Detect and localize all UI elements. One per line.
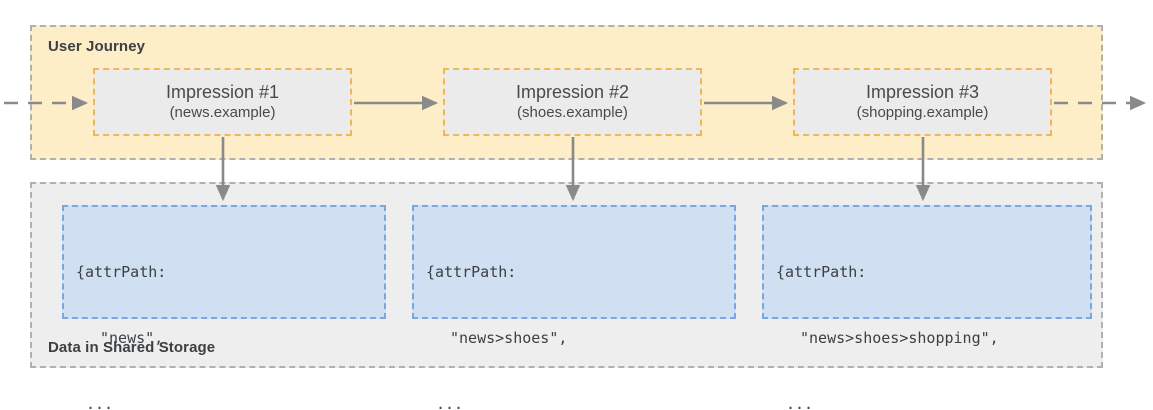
code-line-3: ... bbox=[436, 395, 464, 410]
storage-code-block-1: {attrPath: "news", ... } bbox=[62, 205, 386, 410]
storage-code-block-3: {attrPath: "news>shoes>shopping", ... } bbox=[762, 205, 1092, 410]
code-line-2: "news>shoes>shopping", bbox=[800, 329, 999, 347]
user-journey-label: User Journey bbox=[48, 38, 146, 55]
code-line-1: {attrPath: bbox=[776, 263, 867, 281]
code-line-1: {attrPath: bbox=[426, 263, 517, 281]
code-line-2: "news>shoes", bbox=[450, 329, 568, 347]
code-line-3: ... bbox=[786, 395, 814, 410]
impression-title-3: Impression #3 bbox=[865, 82, 980, 102]
impression-box-3: Impression #3 (shopping.example) bbox=[793, 68, 1052, 136]
shared-storage-label: Data in Shared Storage bbox=[48, 339, 216, 356]
code-line-2: "news", bbox=[100, 329, 164, 347]
impression-subtitle-1: (news.example) bbox=[169, 104, 276, 121]
impression-subtitle-3: (shopping.example) bbox=[856, 104, 989, 121]
impression-box-2: Impression #2 (shoes.example) bbox=[443, 68, 702, 136]
impression-title-2: Impression #2 bbox=[515, 82, 630, 102]
impression-subtitle-2: (shoes.example) bbox=[517, 104, 628, 121]
impression-title-1: Impression #1 bbox=[165, 82, 280, 102]
impression-box-1: Impression #1 (news.example) bbox=[93, 68, 352, 136]
code-line-3: ... bbox=[86, 395, 114, 410]
code-line-1: {attrPath: bbox=[76, 263, 167, 281]
storage-code-block-2: {attrPath: "news>shoes", ... } bbox=[412, 205, 736, 410]
